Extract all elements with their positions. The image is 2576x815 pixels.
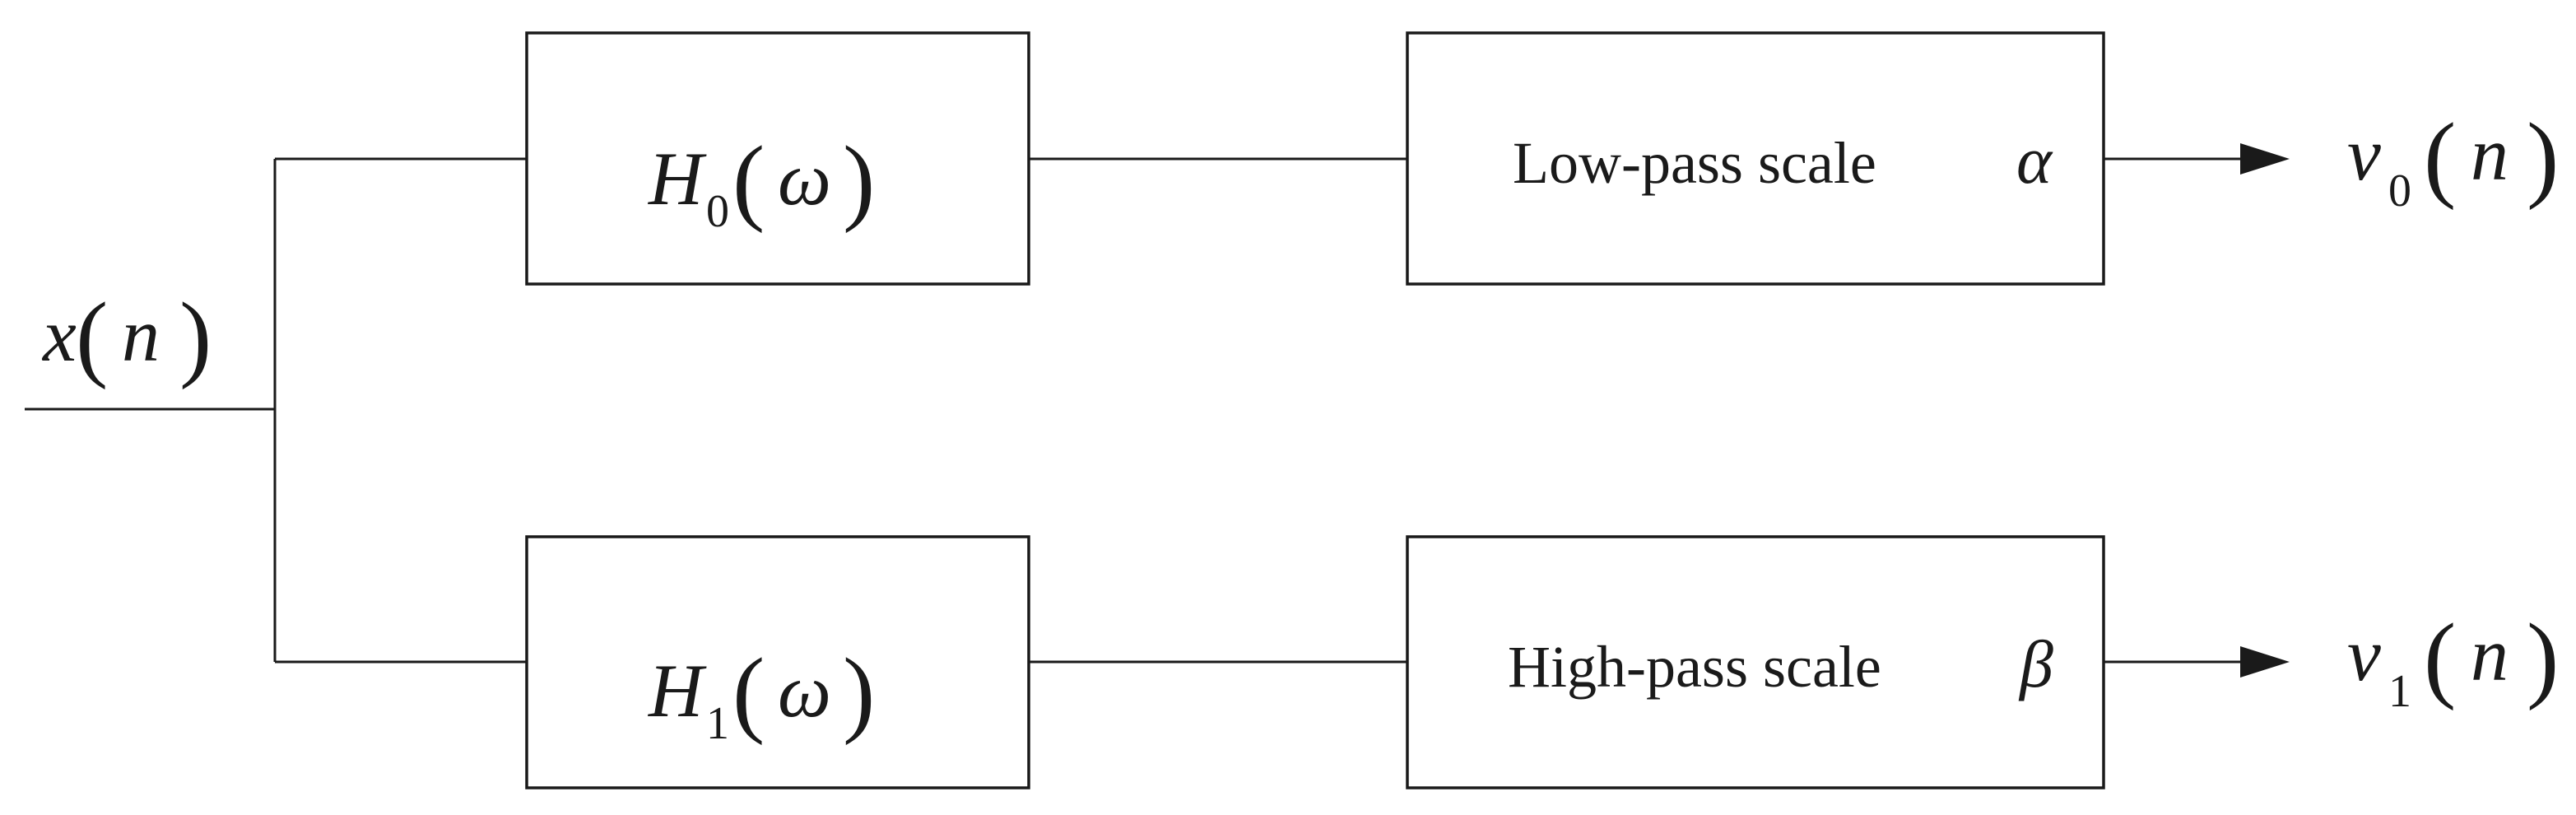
scaler-lowpass-text: Low-pass scale (1513, 130, 1876, 196)
filter-box-h0 (525, 31, 1030, 286)
input-signal-label: x ( n ) (41, 282, 212, 390)
output-v1-open-paren: ( (2424, 603, 2456, 711)
filter-h0-subscript: 0 (706, 186, 729, 237)
filter-h0-open-paren: ( (732, 126, 765, 234)
filter-h1-close-paren: ) (843, 638, 875, 746)
filter-h0-symbol: H (648, 137, 707, 221)
filter-h0-arg: ω (778, 137, 831, 221)
output-arrow-upper (2104, 143, 2290, 175)
output-v1-subscript: 1 (2388, 666, 2411, 717)
output-signal-label-v1: v 1 ( n ) (2347, 603, 2559, 717)
output-v1-var: v (2347, 612, 2381, 696)
filter-label-h0: H 0 ( ω ) (648, 126, 875, 237)
filter-h1-symbol: H (648, 649, 707, 733)
output-v0-subscript: 0 (2388, 165, 2411, 217)
input-arg: n (122, 293, 160, 377)
input-connector (25, 157, 527, 664)
filter-h1-open-paren: ( (732, 638, 765, 746)
filter-label-h1: H 1 ( ω ) (648, 638, 875, 749)
filter-h1-subscript: 1 (706, 698, 729, 749)
output-v0-arg: n (2471, 112, 2509, 196)
output-v0-var: v (2347, 112, 2381, 196)
scaler-label-lowpass: Low-pass scale α (1513, 123, 2053, 198)
output-signal-label-v0: v 0 ( n ) (2347, 103, 2559, 217)
output-v0-close-paren: ) (2527, 103, 2559, 211)
input-open-paren: ( (76, 282, 108, 390)
scaler-box-highpass (1406, 535, 2105, 789)
filter-h0-close-paren: ) (843, 126, 875, 234)
input-var: x (41, 293, 77, 377)
output-arrow-lower (2104, 646, 2290, 678)
input-close-paren: ) (179, 282, 212, 390)
scaler-highpass-text: High-pass scale (1508, 634, 1881, 700)
scaler-label-highpass: High-pass scale β (1508, 626, 2053, 701)
output-v1-close-paren: ) (2527, 603, 2559, 711)
scaler-lowpass-symbol: α (2016, 123, 2053, 198)
scaler-highpass-symbol: β (2018, 626, 2053, 701)
output-v1-arg: n (2471, 612, 2509, 696)
output-v0-open-paren: ( (2424, 103, 2456, 211)
filter-box-h1 (525, 535, 1030, 789)
filter-h1-arg: ω (778, 649, 831, 733)
scaler-box-lowpass (1406, 31, 2105, 286)
